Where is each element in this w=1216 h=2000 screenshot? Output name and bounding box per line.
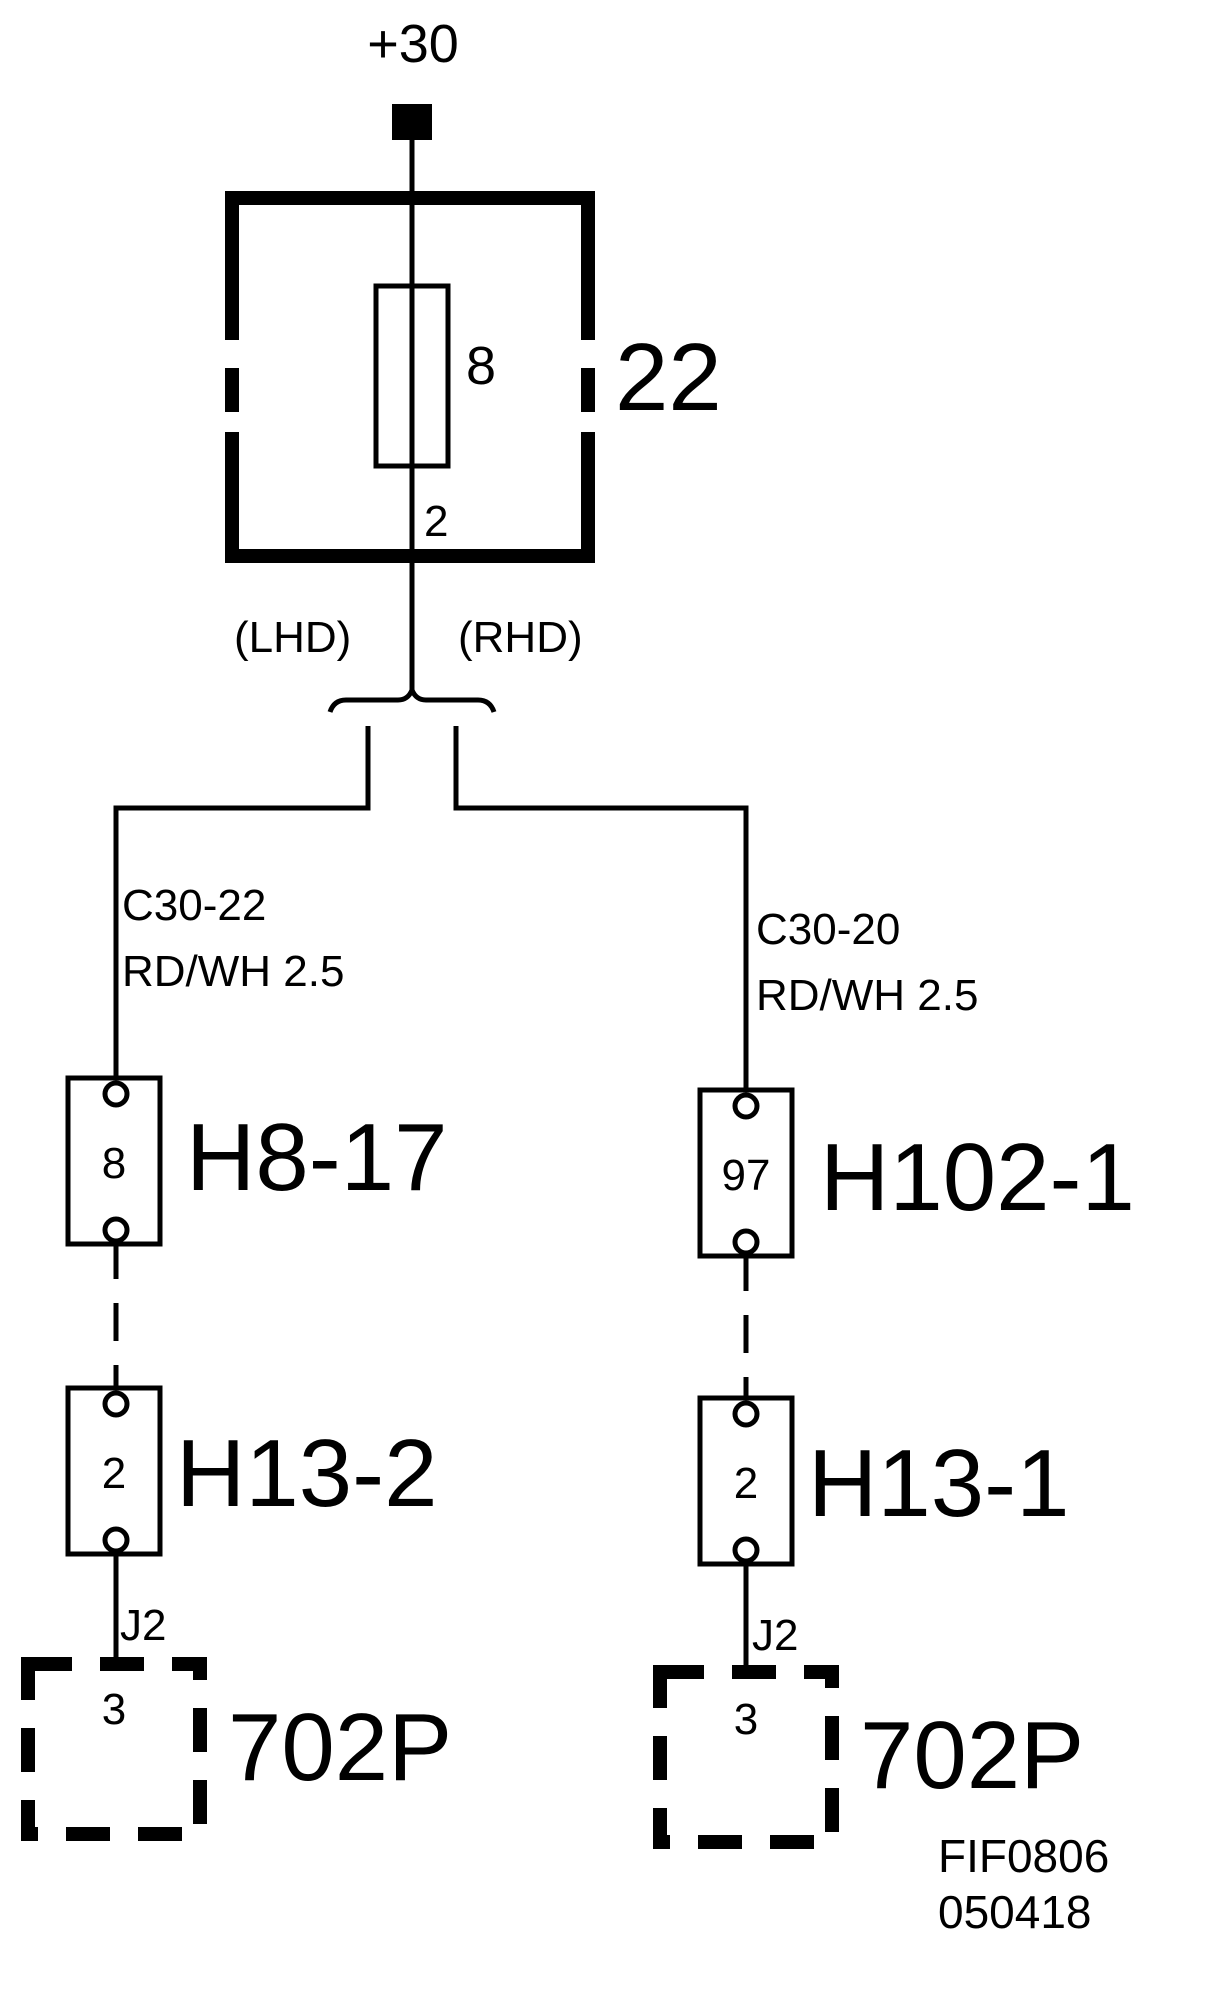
right-component-702p (653, 1665, 839, 1849)
left-junction-label: J2 (120, 1601, 166, 1650)
fuse-number: 8 (466, 336, 496, 396)
right-component-id: 702P (860, 1702, 1084, 1809)
connector-h13-2-id: H13-2 (176, 1420, 437, 1527)
supply-label: +30 (367, 14, 459, 74)
connector-h102-1-pin: 97 (722, 1151, 771, 1200)
connector-h102-1 (697, 1087, 795, 1259)
connector-h8-17-id: H8-17 (186, 1104, 447, 1211)
supply-terminal (392, 104, 432, 140)
left-wire-code: C30-22 (122, 881, 266, 930)
connector-h13-1 (697, 1395, 795, 1567)
option-brace (327, 683, 497, 713)
right-wire-spec: RD/WH 2.5 (756, 971, 978, 1020)
connector-h13-2 (65, 1385, 163, 1557)
left-component-pin: 3 (102, 1685, 126, 1734)
left-component-id: 702P (228, 1694, 452, 1801)
connector-h13-2-pin: 2 (102, 1449, 126, 1498)
rhd-label: (RHD) (458, 613, 583, 662)
connector-h102-1-id: H102-1 (820, 1124, 1135, 1231)
connector-h8-17-pin: 8 (102, 1139, 126, 1188)
left-component-702p (21, 1657, 207, 1841)
connector-h13-1-pin: 2 (734, 1459, 758, 1508)
figure-code: FIF0806 (938, 1830, 1109, 1882)
right-junction-label: J2 (752, 1611, 798, 1660)
fuse-output-pin: 2 (424, 497, 448, 546)
right-wire-code: C30-20 (756, 905, 900, 954)
left-wire-spec: RD/WH 2.5 (122, 947, 344, 996)
lhd-branch-wire (113, 726, 371, 1080)
connector-h8-17 (65, 1075, 163, 1247)
lhd-label: (LHD) (234, 613, 351, 662)
fuse-box-id: 22 (615, 324, 722, 431)
figure-date: 050418 (938, 1886, 1092, 1938)
connector-h13-1-id: H13-1 (808, 1430, 1069, 1537)
right-component-pin: 3 (734, 1695, 758, 1744)
rhd-branch-wire (453, 726, 749, 1092)
